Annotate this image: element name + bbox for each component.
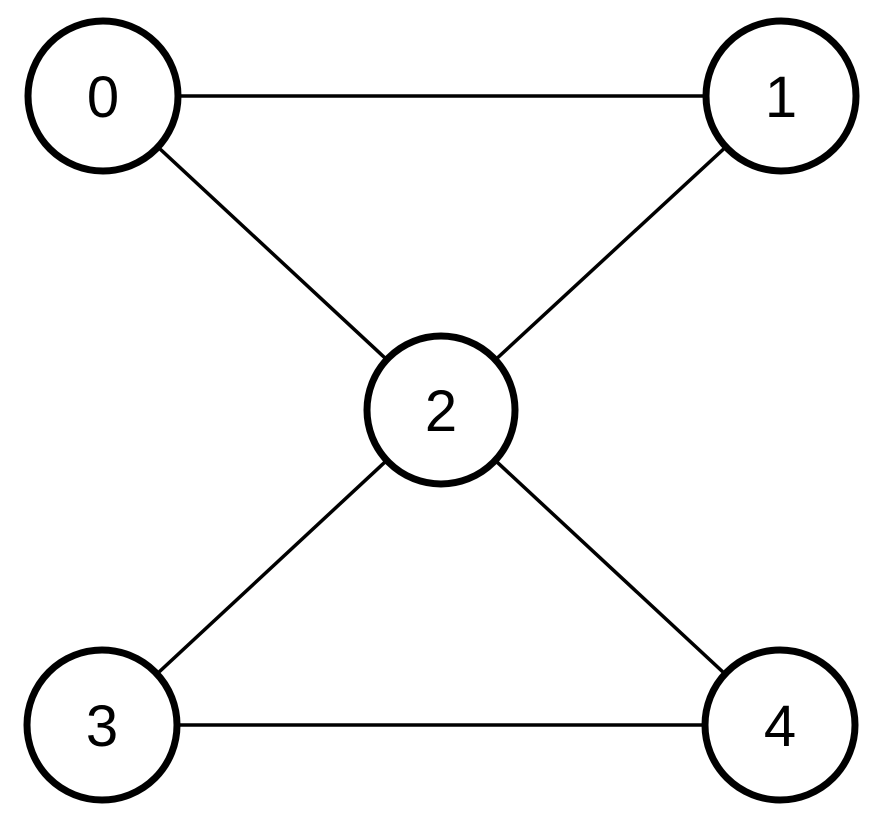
node-4-label: 4 [764,694,796,759]
node-2-label: 2 [425,379,457,444]
node-3-label: 3 [86,694,118,759]
node-3: 3 [23,646,181,804]
node-2: 2 [363,332,519,488]
node-3-circle [23,646,181,804]
node-4-circle [701,646,859,804]
node-0: 0 [24,17,182,175]
node-0-label: 0 [87,65,119,130]
node-2-circle [363,332,519,488]
node-4: 4 [701,646,859,804]
node-1: 1 [702,17,860,175]
node-1-label: 1 [765,65,797,130]
node-1-circle [702,17,860,175]
node-0-circle [24,17,182,175]
